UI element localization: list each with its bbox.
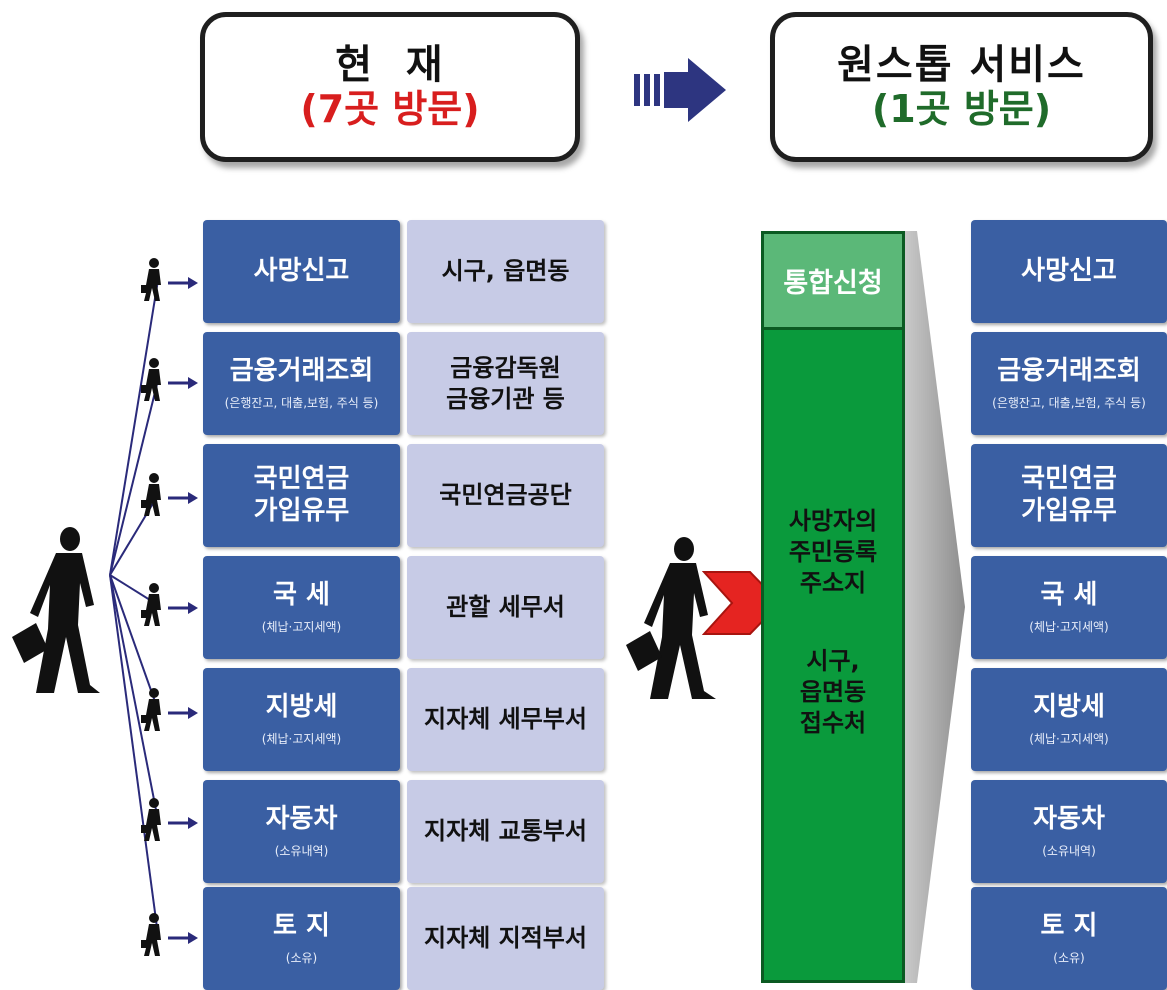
businessman-walking-icon	[626, 537, 716, 699]
funnel-shape	[905, 231, 965, 983]
result-box: 금융거래조회 (은행잔고, 대출,보험, 주식 등)	[971, 332, 1167, 435]
result-subtitle: (체납·고지세액)	[1029, 731, 1109, 746]
integrated-desc-address: 사망자의 주민등록 주소지	[788, 507, 878, 598]
agency-box: 지자체 교통부서	[407, 780, 604, 883]
result-box: 국 세 (체납·고지세액)	[971, 556, 1167, 659]
onestop-header-box: 원스톱 서비스 (1곳 방문)	[770, 12, 1153, 162]
result-subtitle: (소유)	[1053, 950, 1085, 965]
service-box: 자동차 (소유내역)	[203, 780, 400, 883]
result-title: 지방세	[1033, 692, 1105, 723]
service-box: 국 세 (체납·고지세액)	[203, 556, 400, 659]
service-box: 국민연금 가입유무	[203, 444, 400, 547]
agency-label: 시구, 읍면동	[441, 257, 570, 286]
result-subtitle: (체납·고지세액)	[1029, 619, 1109, 634]
onestop-subtitle: (1곳 방문)	[871, 87, 1052, 132]
small-walker-icon	[138, 355, 200, 409]
result-title: 국 세	[1040, 580, 1098, 611]
service-title: 자동차	[265, 804, 338, 835]
service-title: 지방세	[265, 692, 338, 723]
service-title: 금융거래조회	[229, 356, 374, 387]
service-title: 사망신고	[253, 255, 350, 286]
integrated-header: 통합신청	[764, 234, 902, 330]
service-box: 지방세 (체납·고지세액)	[203, 668, 400, 771]
small-walker-icon	[138, 470, 200, 524]
agency-box: 지자체 지적부서	[407, 887, 604, 990]
result-subtitle: (은행잔고, 대출,보험, 주식 등)	[992, 395, 1146, 410]
striped-arrow-icon	[634, 58, 726, 122]
service-subtitle: (소유내역)	[274, 843, 329, 858]
result-title: 국민연금 가입유무	[1021, 463, 1117, 526]
onestop-title: 원스톱 서비스	[837, 42, 1086, 89]
service-subtitle: (체납·고지세액)	[261, 731, 342, 746]
service-title: 토 지	[273, 911, 330, 942]
result-box: 자동차 (소유내역)	[971, 780, 1167, 883]
result-box: 사망신고	[971, 220, 1167, 323]
service-subtitle: (소유)	[285, 950, 318, 965]
agency-label: 관할 세무서	[446, 593, 565, 622]
agency-label: 금융감독원 금융기관 등	[446, 353, 565, 413]
result-box: 지방세 (체납·고지세액)	[971, 668, 1167, 771]
result-title: 토 지	[1040, 911, 1098, 942]
result-title: 금융거래조회	[997, 356, 1141, 387]
service-subtitle: (체납·고지세액)	[261, 619, 342, 634]
agency-label: 지자체 교통부서	[424, 817, 587, 846]
result-box: 국민연금 가입유무	[971, 444, 1167, 547]
result-title: 사망신고	[1021, 255, 1117, 286]
businessman-walking-icon	[12, 527, 100, 693]
small-walker-icon	[138, 795, 200, 849]
agency-box: 시구, 읍면동	[407, 220, 604, 323]
result-title: 자동차	[1033, 804, 1105, 835]
service-box: 금융거래조회 (은행잔고, 대출,보험, 주식 등)	[203, 332, 400, 435]
current-header-box: 현 재 (7곳 방문)	[200, 12, 580, 162]
agency-box: 금융감독원 금융기관 등	[407, 332, 604, 435]
current-subtitle: (7곳 방문)	[300, 87, 480, 132]
small-walker-icon	[138, 910, 200, 964]
service-box: 사망신고	[203, 220, 400, 323]
small-walker-icon	[138, 580, 200, 634]
connector-lines	[109, 279, 159, 936]
current-title: 현 재	[335, 42, 445, 89]
service-subtitle: (은행잔고, 대출,보험, 주식 등)	[224, 395, 379, 410]
agency-label: 지자체 지적부서	[424, 924, 587, 953]
result-subtitle: (소유내역)	[1042, 843, 1096, 858]
service-title: 국민연금 가입유무	[253, 463, 350, 526]
integrated-desc-office: 시구, 읍면동 접수처	[799, 647, 867, 738]
small-walker-icon	[138, 255, 200, 309]
result-box: 토 지 (소유)	[971, 887, 1167, 990]
service-title: 국 세	[273, 580, 330, 611]
agency-label: 국민연금공단	[439, 481, 572, 510]
integrated-column: 통합신청 사망자의 주민등록 주소지 시구, 읍면동 접수처	[761, 231, 905, 983]
agency-box: 지자체 세무부서	[407, 668, 604, 771]
service-box: 토 지 (소유)	[203, 887, 400, 990]
small-walker-icon	[138, 685, 200, 739]
agency-label: 지자체 세무부서	[424, 705, 587, 734]
agency-box: 국민연금공단	[407, 444, 604, 547]
agency-box: 관할 세무서	[407, 556, 604, 659]
